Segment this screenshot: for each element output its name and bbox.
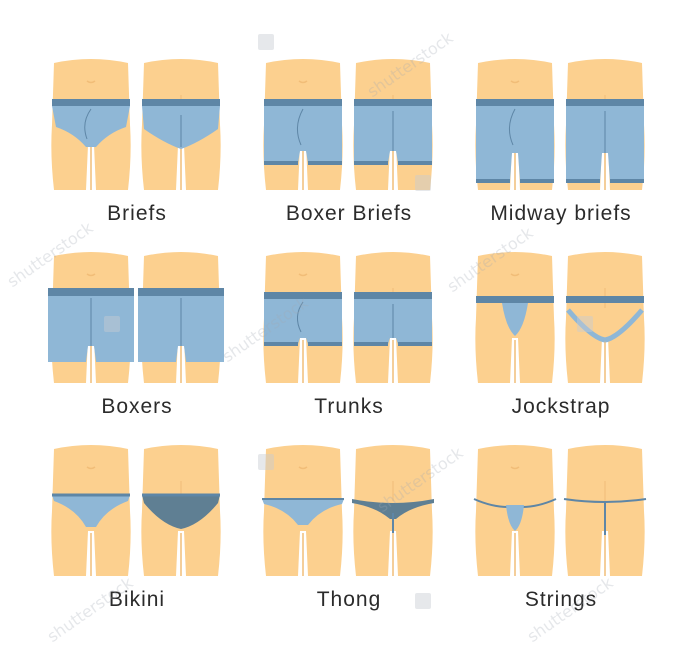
trunks-cell: Trunks bbox=[243, 248, 455, 438]
briefs-front-figure bbox=[51, 59, 131, 190]
trunks-label: Trunks bbox=[314, 395, 384, 418]
jockstrap-front-figure bbox=[475, 252, 555, 383]
bikini-front-figure bbox=[51, 445, 131, 576]
boxer-briefs-label: Boxer Briefs bbox=[285, 202, 413, 225]
midway-briefs-cell: Midway briefs bbox=[455, 55, 667, 245]
briefs-cell: Briefs bbox=[31, 55, 243, 245]
boxer-briefs-cell: Boxer Briefs bbox=[243, 55, 455, 245]
watermark-badge-icon bbox=[415, 593, 431, 609]
watermark-badge-icon bbox=[258, 34, 274, 50]
strings-label: Strings bbox=[524, 588, 598, 611]
strings-cell: Strings bbox=[455, 441, 667, 631]
trunks-back-figure bbox=[353, 252, 433, 383]
thong-front-figure bbox=[262, 445, 344, 576]
jockstrap-label: Jockstrap bbox=[511, 395, 611, 418]
thong-cell: Thong bbox=[243, 441, 455, 631]
trunks-front-figure bbox=[263, 252, 343, 383]
strings-back-figure bbox=[563, 445, 647, 576]
watermark-badge-icon bbox=[258, 454, 274, 470]
boxer-briefs-front-figure bbox=[263, 59, 343, 190]
midway-briefs-label: Midway briefs bbox=[490, 202, 632, 225]
watermark-badge-icon bbox=[577, 316, 593, 332]
bikini-back-figure bbox=[141, 445, 221, 576]
bikini-cell: Bikini bbox=[31, 441, 243, 631]
thong-back-figure bbox=[352, 445, 434, 576]
boxer-briefs-back-figure bbox=[353, 59, 433, 190]
boxers-back-figure bbox=[138, 252, 224, 383]
bikini-label: Bikini bbox=[108, 588, 166, 611]
midway-briefs-front-figure bbox=[475, 59, 555, 190]
briefs-back-figure bbox=[141, 59, 221, 190]
thong-label: Thong bbox=[316, 588, 382, 611]
jockstrap-back-figure bbox=[565, 252, 645, 383]
strings-front-figure bbox=[473, 445, 557, 576]
watermark-badge-icon bbox=[415, 175, 431, 191]
boxers-cell: Boxers bbox=[31, 248, 243, 438]
boxers-label: Boxers bbox=[101, 395, 173, 418]
jockstrap-cell: Jockstrap bbox=[455, 248, 667, 438]
midway-briefs-back-figure bbox=[565, 59, 645, 190]
watermark-badge-icon bbox=[104, 316, 120, 332]
boxers-front-figure bbox=[48, 252, 134, 383]
briefs-label: Briefs bbox=[107, 202, 167, 225]
